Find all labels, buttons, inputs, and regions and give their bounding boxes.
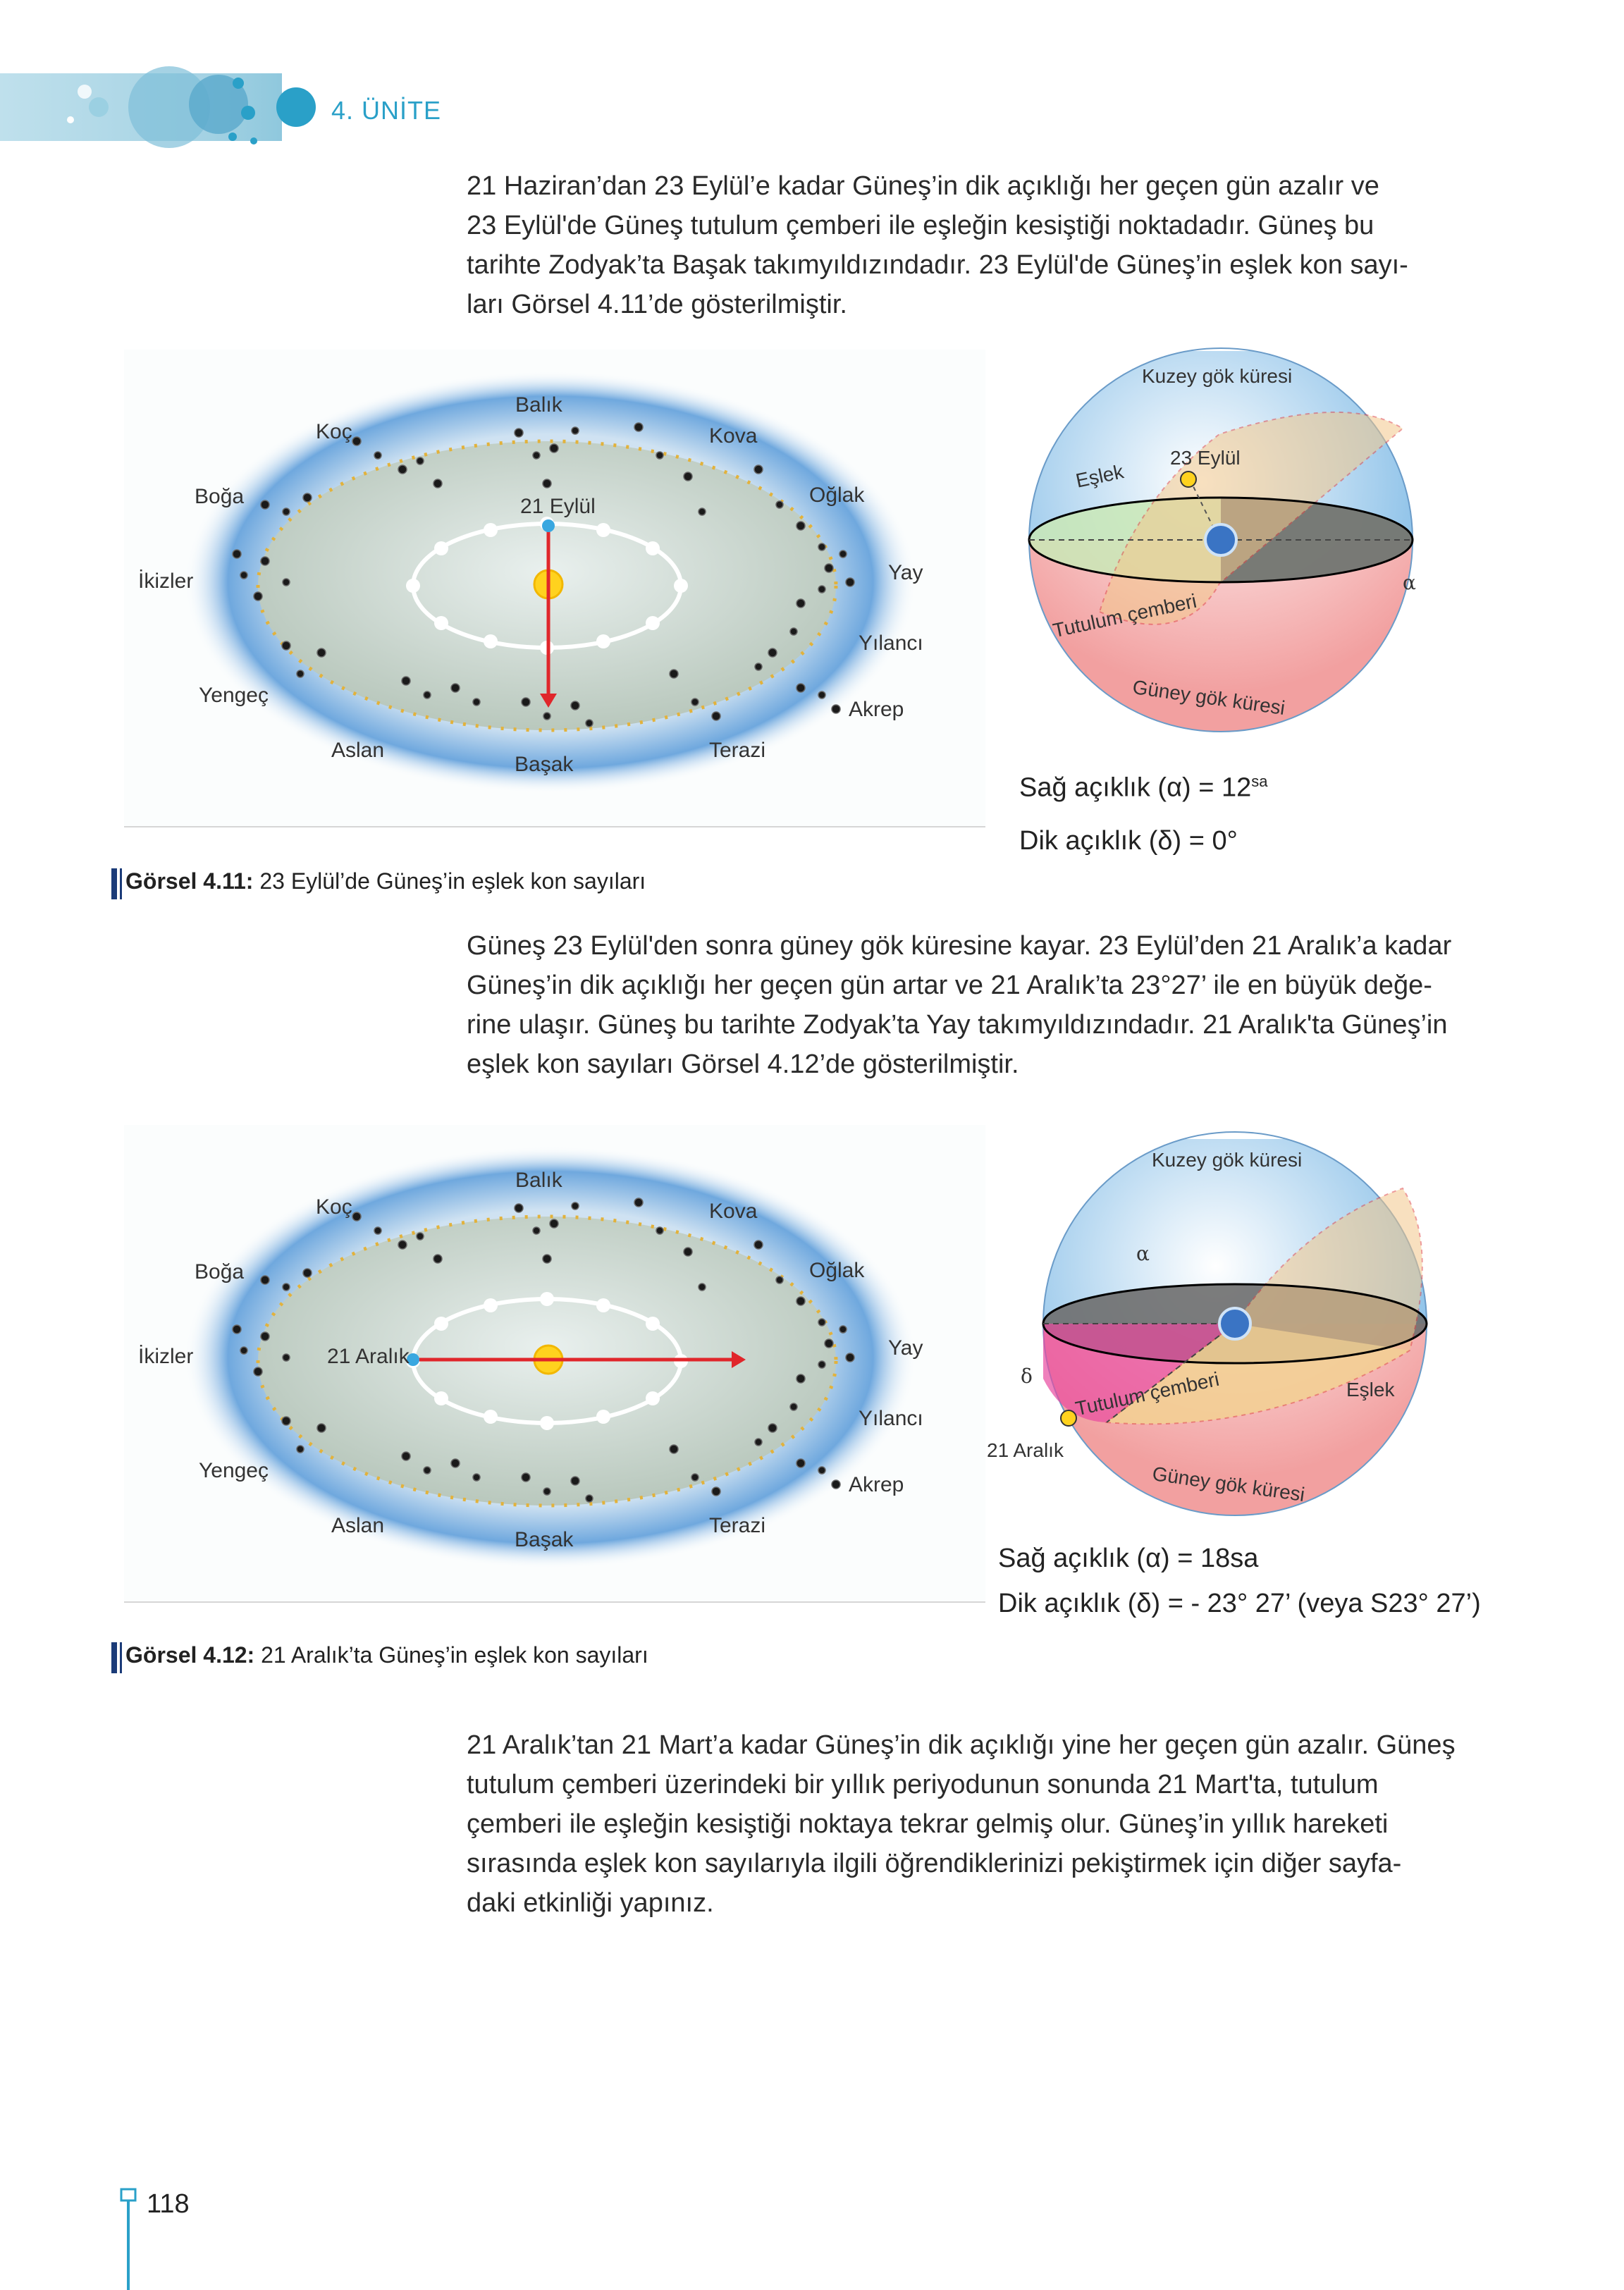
constellation-koc: Koç bbox=[316, 420, 352, 443]
header-bubbles bbox=[67, 66, 316, 148]
constellation-aslan: Aslan bbox=[331, 1514, 385, 1537]
constellation-ikizler: İkizler bbox=[138, 1345, 194, 1368]
celestial-globe-1: Kuzey gök küresi 23 Eylül Eşlek α Tutulu… bbox=[1008, 347, 1431, 746]
constellation-ikizler: İkizler bbox=[138, 570, 194, 593]
constellation-yilanci: Yılancı bbox=[859, 632, 923, 655]
constellation-oglak: Oğlak bbox=[809, 484, 865, 507]
unit-title: 4. ÜNİTE bbox=[331, 96, 442, 125]
figure-divider bbox=[124, 826, 985, 827]
caption-bar bbox=[120, 868, 122, 899]
paragraph-2: Güneş 23 Eylül'den sonra güney gök küres… bbox=[467, 926, 1468, 1084]
constellation-yengec: Yengeç bbox=[199, 1459, 269, 1482]
celestial-globe-2: Kuzey gök küresi α δ Eşlek Tutulum çembe… bbox=[987, 1131, 1452, 1534]
sun-date-label: 21 Aralık bbox=[327, 1345, 410, 1368]
caption-label: Görsel 4.12: bbox=[125, 1642, 255, 1668]
paragraph-line: tutulum çemberi üzerindeki bir yıllık pe… bbox=[467, 1770, 1379, 1799]
constellation-terazi: Terazi bbox=[709, 1514, 766, 1537]
right-ascension-unit: sa bbox=[1251, 772, 1268, 790]
constellation-koc: Koç bbox=[316, 1195, 352, 1219]
constellation-kova: Kova bbox=[709, 424, 758, 448]
caption-text: 23 Eylül’de Güneş’in eşlek kon sayıları bbox=[253, 868, 646, 894]
constellation-yay: Yay bbox=[888, 1336, 923, 1360]
declination-readout: Dik açıklık (δ) = 0° bbox=[1019, 826, 1238, 856]
constellation-yengec: Yengeç bbox=[199, 684, 269, 707]
sun-date-label: 21 Eylül bbox=[520, 495, 596, 518]
alpha-symbol: α bbox=[1136, 1242, 1150, 1265]
north-hemisphere-label: Kuzey gök küresi bbox=[1152, 1149, 1303, 1171]
paragraph-3: 21 Aralık’tan 21 Mart’a kadar Güneş’in d… bbox=[467, 1725, 1468, 1923]
paragraph-line: 23 Eylül'de Güneş tutulum çemberi ile eş… bbox=[467, 211, 1374, 240]
paragraph-line: tarihte Zodyak’ta Başak takımyıldızındad… bbox=[467, 250, 1408, 280]
constellation-yay: Yay bbox=[888, 561, 923, 584]
right-ascension-readout: Sağ açıklık (α) = 12sa bbox=[1019, 772, 1268, 804]
paragraph-line: çemberi ile eşleğin kesiştiği noktaya te… bbox=[467, 1809, 1389, 1839]
zodiac-diagram bbox=[124, 350, 985, 826]
constellation-terazi: Terazi bbox=[709, 739, 766, 762]
paragraph-line: Güneş’in dik açıklığı her geçen gün arta… bbox=[467, 971, 1432, 1000]
sun-date-label: 21 Aralık bbox=[987, 1439, 1064, 1461]
constellation-balik: Balık bbox=[515, 393, 562, 417]
right-ascension-readout: Sağ açıklık (α) = 18sa bbox=[998, 1544, 1259, 1573]
paragraph-line: 21 Haziran’dan 23 Eylül’e kadar Güneş’in… bbox=[467, 171, 1379, 201]
sun-date-label: 23 Eylül bbox=[1170, 447, 1241, 469]
zodiac-figure-1: Balık Koç Kova Boğa Oğlak İkizler Yay Yı… bbox=[124, 350, 985, 826]
paragraph-line: 21 Aralık’tan 21 Mart’a kadar Güneş’in d… bbox=[467, 1730, 1456, 1760]
paragraph-1: 21 Haziran’dan 23 Eylül’e kadar Güneş’in… bbox=[467, 166, 1468, 324]
constellation-kova: Kova bbox=[709, 1200, 758, 1223]
paragraph-line: sırasında eşlek kon sayılarıyla ilgili ö… bbox=[467, 1849, 1402, 1878]
constellation-basak: Başak bbox=[515, 753, 574, 776]
caption-bar bbox=[120, 1642, 122, 1673]
constellation-akrep: Akrep bbox=[849, 698, 904, 721]
paragraph-line: ları Görsel 4.11’de gösterilmiştir. bbox=[467, 290, 847, 319]
constellation-akrep: Akrep bbox=[849, 1473, 904, 1496]
constellation-boga: Boğa bbox=[195, 1260, 245, 1283]
caption-label: Görsel 4.11: bbox=[125, 868, 254, 894]
caption-text: 21 Aralık’ta Güneş’in eşlek kon sayıları bbox=[254, 1642, 648, 1668]
paragraph-line: daki etkinliği yapınız. bbox=[467, 1888, 714, 1918]
equator-label: Eşlek bbox=[1346, 1379, 1395, 1401]
constellation-oglak: Oğlak bbox=[809, 1259, 865, 1282]
delta-symbol: δ bbox=[1021, 1365, 1033, 1388]
constellation-aslan: Aslan bbox=[331, 739, 385, 762]
constellation-balik: Balık bbox=[515, 1169, 562, 1192]
constellation-boga: Boğa bbox=[195, 485, 245, 508]
figure-divider bbox=[124, 1601, 985, 1603]
alpha-symbol: α bbox=[1403, 571, 1416, 594]
page-number: 118 bbox=[147, 2189, 190, 2219]
caption-bar bbox=[111, 868, 117, 899]
globe-diagram bbox=[1028, 347, 1414, 732]
zodiac-diagram bbox=[124, 1125, 985, 1601]
zodiac-figure-2: Balık Koç Kova Boğa Oğlak İkizler Yay Yı… bbox=[124, 1125, 985, 1601]
figure-caption-1: Görsel 4.11: 23 Eylül’de Güneş’in eşlek … bbox=[111, 868, 646, 899]
right-ascension-value: Sağ açıklık (α) = 12 bbox=[1019, 772, 1252, 803]
page-number-marker bbox=[120, 2188, 137, 2290]
declination-readout: Dik açıklık (δ) = - 23° 27’ (veya S23° 2… bbox=[998, 1589, 1481, 1618]
constellation-yilanci: Yılancı bbox=[859, 1407, 923, 1430]
caption-bar bbox=[111, 1642, 117, 1673]
paragraph-line: rine ulaşır. Güneş bu tarihte Zodyak’ta … bbox=[467, 1010, 1448, 1040]
paragraph-line: eşlek kon sayıları Görsel 4.12’de göster… bbox=[467, 1049, 1019, 1079]
globe-diagram bbox=[1042, 1131, 1428, 1516]
figure-caption-2: Görsel 4.12: 21 Aralık’ta Güneş’in eşlek… bbox=[111, 1642, 648, 1673]
paragraph-line: Güneş 23 Eylül'den sonra güney gök küres… bbox=[467, 931, 1452, 961]
constellation-basak: Başak bbox=[515, 1528, 574, 1551]
north-hemisphere-label: Kuzey gök küresi bbox=[1142, 365, 1293, 387]
